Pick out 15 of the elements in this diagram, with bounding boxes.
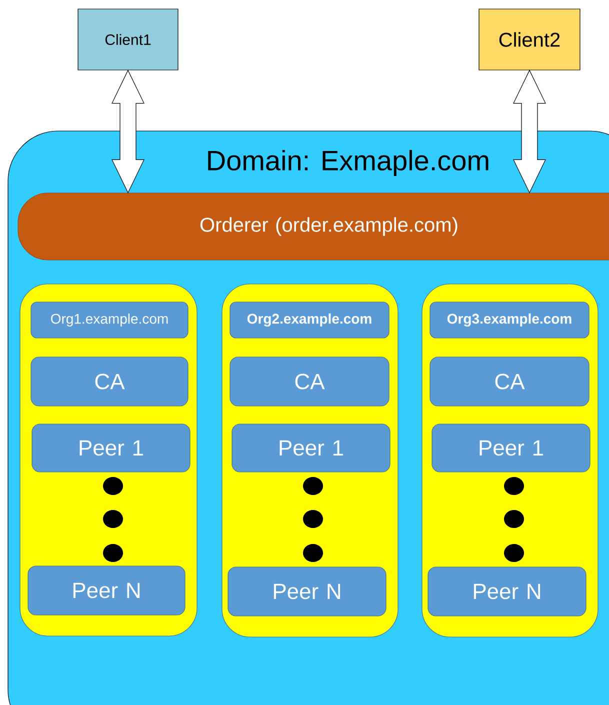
- component-box: Peer 1: [32, 424, 190, 472]
- component-box: Peer N: [428, 566, 586, 616]
- component-box: CA: [230, 356, 390, 406]
- component-box: Peer N: [228, 566, 386, 616]
- component-box: Peer N: [28, 566, 186, 616]
- organization-label-box: Org3.example.com: [430, 302, 590, 338]
- client-box: Client2: [478, 8, 580, 70]
- orderer-band: Orderer (order.example.com): [18, 192, 609, 260]
- component-box: CA: [430, 356, 590, 406]
- client-box: Client1: [78, 8, 178, 70]
- organization-label-box: Org1.example.com: [30, 302, 188, 338]
- organization-label-box: Org2.example.com: [230, 302, 390, 338]
- component-box: CA: [30, 356, 188, 406]
- component-box: Peer 1: [232, 424, 390, 472]
- component-box: Peer 1: [432, 424, 590, 472]
